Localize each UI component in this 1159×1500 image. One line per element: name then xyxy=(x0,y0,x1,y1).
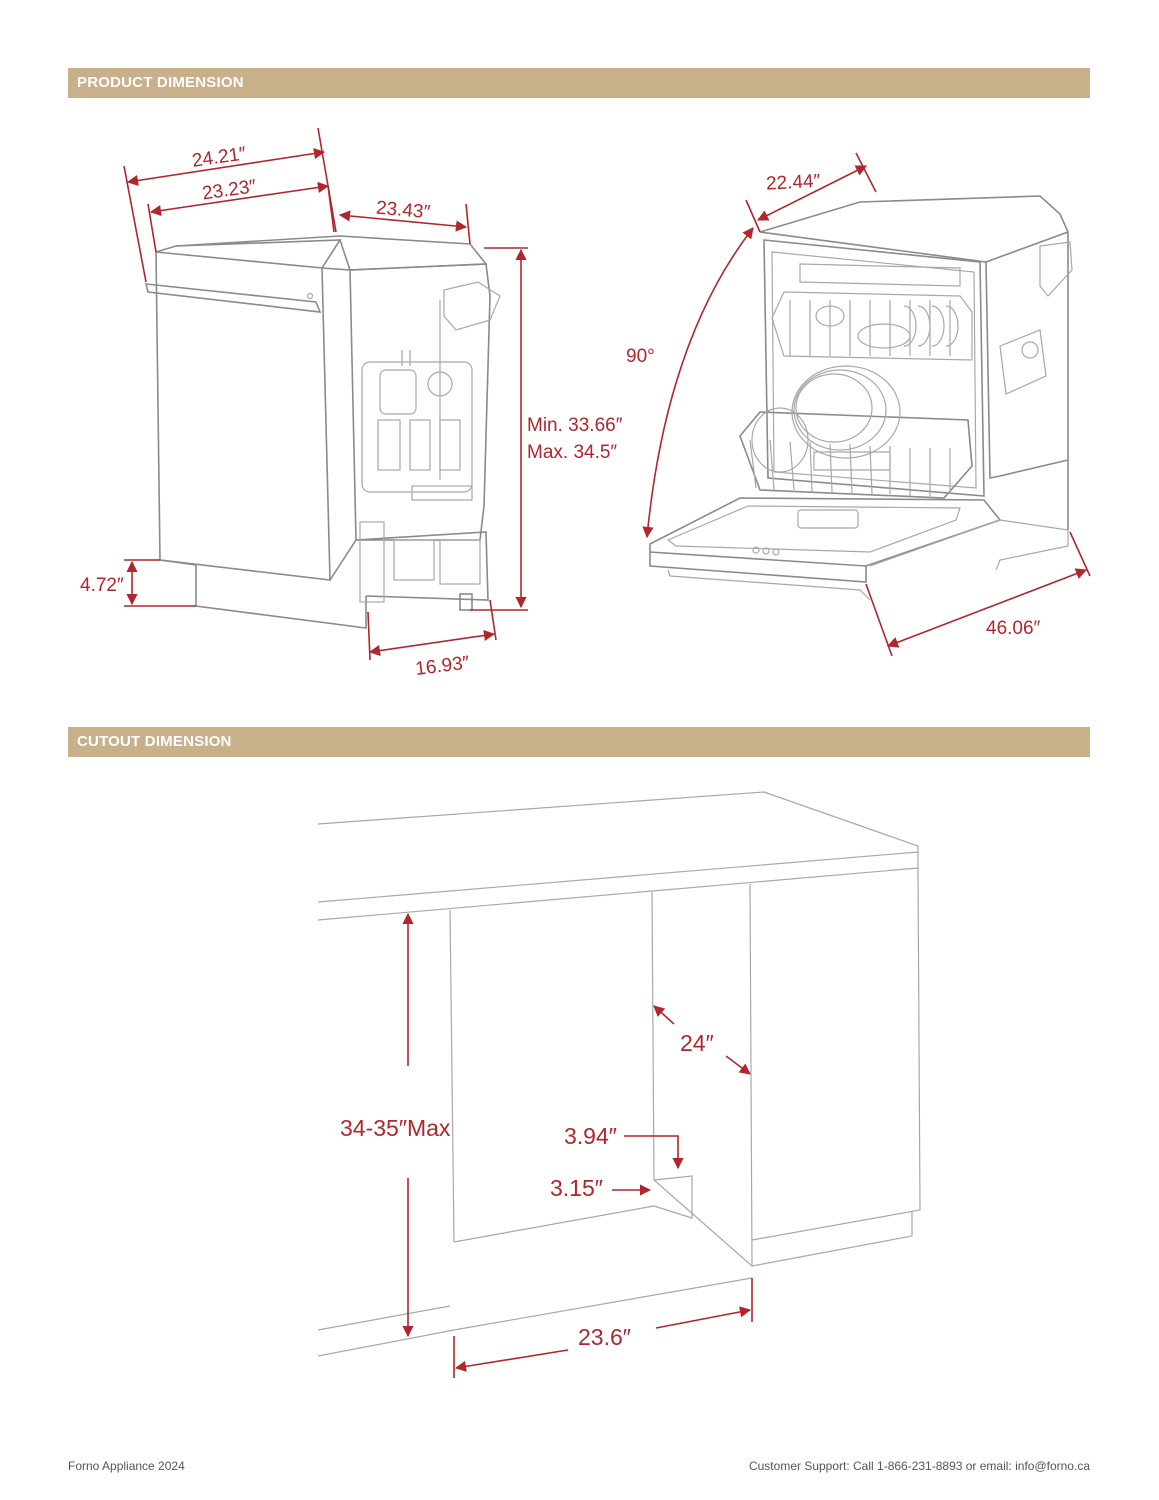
width-24-21-line xyxy=(126,147,326,187)
kick-plate-height-label: 4.72″ xyxy=(80,575,124,596)
side-valve xyxy=(999,329,1047,395)
footer-support: Customer Support: Call 1-866-231-8893 or… xyxy=(748,1459,1090,1473)
cabinet-top xyxy=(759,195,1069,530)
bottom-depth-line xyxy=(368,629,496,657)
top-surface xyxy=(175,235,488,271)
left-cabinet-edge xyxy=(449,909,455,1243)
depth-label: 23.43″ xyxy=(375,198,431,224)
dinner-plates xyxy=(791,365,901,459)
outlet-opening xyxy=(653,1175,693,1219)
footer-copyright: Forno Appliance 2024 xyxy=(68,1459,185,1473)
height-min-label: Min. 33.66″ xyxy=(527,415,623,436)
cabinet-outline xyxy=(317,791,921,1357)
countertop-front-bottom xyxy=(317,867,919,921)
bottom-depth-label: 16.93″ xyxy=(414,652,471,679)
lower-rack xyxy=(739,411,973,499)
depth-line-left xyxy=(653,1005,675,1025)
side-panel xyxy=(349,263,491,541)
countertop-top xyxy=(317,791,919,870)
cutout-height-label: 34-35″Max xyxy=(340,1115,451,1141)
dishwasher-side-view xyxy=(144,235,501,629)
product-dimension-drawing: 24.21″ 23.23″ 23.43″ Min. 33.66″ Max. 34… xyxy=(80,127,1091,680)
outlet-height-leader xyxy=(624,1135,684,1170)
door-top xyxy=(155,239,342,269)
right-view-dimension-lines xyxy=(642,152,1091,657)
door-width-line xyxy=(756,165,868,221)
body-width-label: 23.23″ xyxy=(201,176,258,204)
cutout-depth-label: 24″ xyxy=(680,1030,714,1056)
outlet-height-label: 3.94″ xyxy=(564,1123,617,1149)
door-angle-label: 90° xyxy=(626,346,655,367)
product-dimension-header: PRODUCT DIMENSION xyxy=(68,68,1090,98)
upper-rack xyxy=(771,291,973,361)
height-max-label: Max. 34.5″ xyxy=(527,442,617,463)
detergent-dispenser xyxy=(797,509,859,529)
dishwasher-open-view xyxy=(649,195,1073,601)
door-handle xyxy=(144,283,322,313)
width-line-right xyxy=(655,1306,752,1329)
cabinet-side xyxy=(985,261,1069,479)
depth-line-right xyxy=(725,1055,751,1075)
pump-housing xyxy=(361,361,473,493)
left-view-dimension-lines xyxy=(123,127,528,661)
side-bracket xyxy=(1039,241,1073,297)
cutout-dimension-lines xyxy=(402,912,753,1378)
tub-frame xyxy=(763,239,985,497)
kick-plate xyxy=(159,559,367,629)
open-depth-line xyxy=(886,568,1088,648)
width-line-left xyxy=(454,1349,569,1372)
base-frame xyxy=(355,531,489,601)
right-cabinet-edge xyxy=(749,883,753,1267)
door-width-label: 22.44″ xyxy=(766,171,822,195)
overall-width-label: 24.21″ xyxy=(191,143,248,171)
cutout-width-label: 23.6″ xyxy=(578,1324,631,1350)
cabinet-top-edge xyxy=(759,231,1069,263)
depth-23-43-line xyxy=(338,210,468,232)
door-swing-arc xyxy=(642,227,754,539)
cutlery-tray xyxy=(799,263,961,287)
left-cabinet-base xyxy=(317,1305,451,1331)
inlet-valve xyxy=(443,281,501,331)
countertop-front-top xyxy=(317,851,919,903)
cutout-dimension-drawing: 34-35″Max 24″ 3.94″ 3.15″ 23.6″ xyxy=(317,791,921,1378)
open-depth-label: 46.06″ xyxy=(986,618,1041,639)
width-23-23-line xyxy=(149,181,330,217)
door-edge xyxy=(649,552,867,583)
side-edge xyxy=(321,267,357,581)
cutout-dimension-header: CUTOUT DIMENSION xyxy=(68,727,1090,757)
outlet-width-label: 3.15″ xyxy=(550,1175,603,1201)
